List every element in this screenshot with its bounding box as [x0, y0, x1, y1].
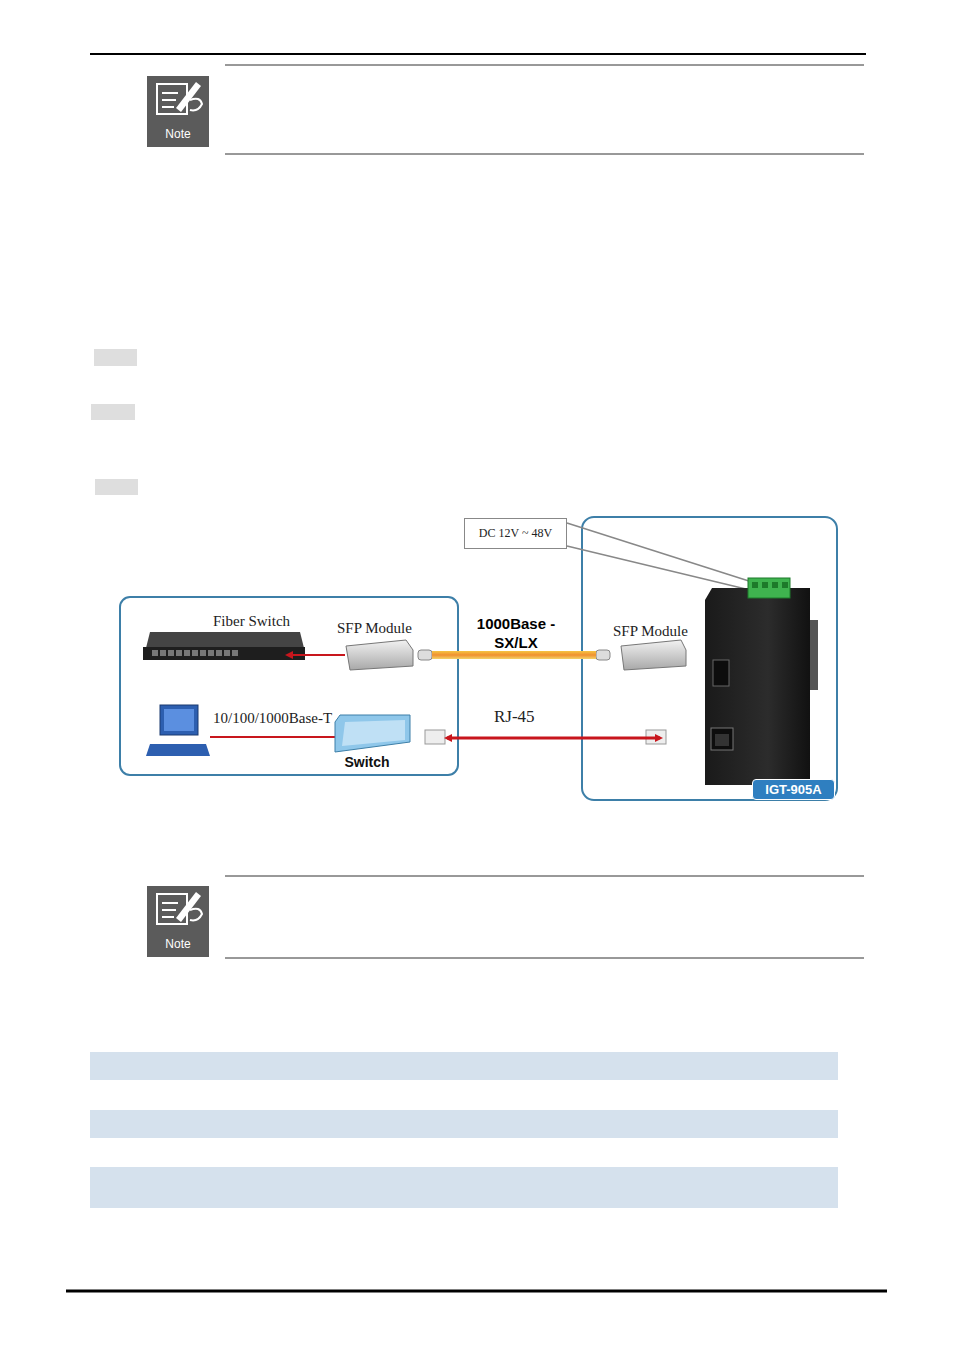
device-label: Switch	[344, 754, 389, 771]
callout-box: DC 12V ~ 48V	[464, 518, 567, 549]
node-text: IGT-905A	[765, 782, 821, 797]
device-label: Fiber Switch	[213, 612, 290, 630]
note-icon-text: Note	[165, 127, 190, 141]
device-label: SFP Module	[337, 619, 412, 637]
cable-label: 1000Base -SX/LX	[471, 614, 561, 652]
node-text: DC 12V ~ 48V	[479, 526, 552, 541]
link-label: 10/100/1000Base-T	[213, 709, 332, 727]
device-label: SFP Module	[613, 622, 688, 640]
model-badge: IGT-905A	[752, 779, 835, 800]
note-icon-text: Note	[165, 937, 190, 951]
cable-label: RJ-45	[494, 707, 535, 727]
